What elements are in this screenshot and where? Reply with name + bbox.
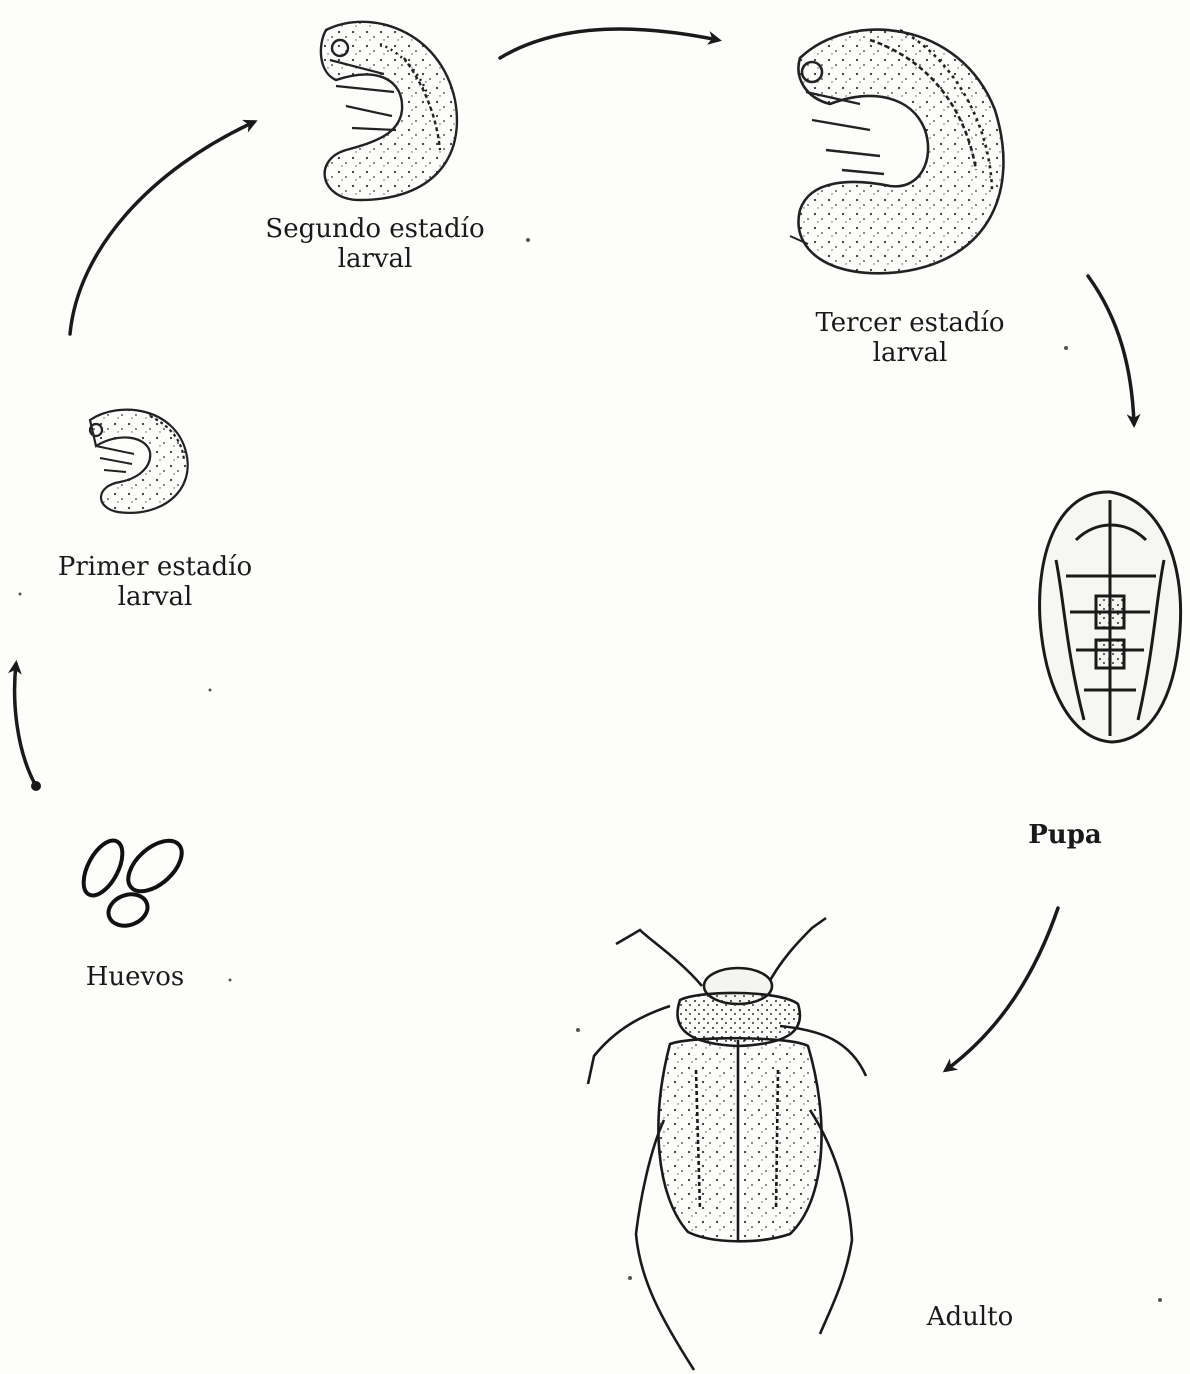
paper-specks xyxy=(19,238,1163,1302)
beetle-elytra xyxy=(658,1038,821,1241)
arrow-eggs-to-first xyxy=(15,664,36,786)
second-instar-larva-illustration xyxy=(321,22,457,200)
arrow-pupa-to-adult xyxy=(946,908,1058,1070)
label-first-instar: Primer estadío larval xyxy=(25,552,285,612)
arrow-third-to-pupa xyxy=(1088,276,1134,424)
label-third-instar-line1: Tercer estadío xyxy=(775,308,1045,338)
arrow-eggs-tail-dot xyxy=(31,781,41,791)
label-second-instar-line1: Segundo estadío xyxy=(240,214,510,244)
arrow-first-to-second xyxy=(70,122,254,334)
label-eggs: Huevos xyxy=(60,962,210,992)
label-pupa: Pupa xyxy=(1010,820,1120,850)
label-first-instar-line2: larval xyxy=(25,582,285,612)
first-instar-larva-illustration xyxy=(90,410,188,513)
label-second-instar: Segundo estadío larval xyxy=(240,214,510,274)
pupa-illustration xyxy=(1040,492,1181,742)
label-first-instar-line1: Primer estadío xyxy=(25,552,285,582)
third-instar-larva-illustration xyxy=(790,30,1003,274)
adult-beetle-illustration xyxy=(588,918,866,1370)
egg xyxy=(76,834,131,901)
egg xyxy=(119,831,191,901)
label-second-instar-line2: larval xyxy=(240,244,510,274)
arrow-second-to-third xyxy=(500,29,718,58)
label-third-instar-line2: larval xyxy=(775,338,1045,368)
label-adult: Adulto xyxy=(900,1302,1040,1332)
egg xyxy=(104,889,152,931)
label-third-instar: Tercer estadío larval xyxy=(775,308,1045,368)
eggs-illustration xyxy=(76,831,191,931)
